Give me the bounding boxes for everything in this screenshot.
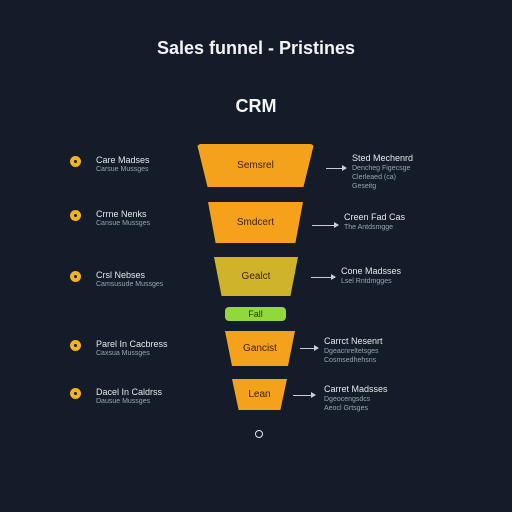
annotation-title: Creen Fad Cas [344, 212, 406, 222]
arrow-right-icon [300, 345, 319, 351]
stage-label: Smdcert [236, 217, 275, 228]
annotation-title: Crrne Nenks [96, 209, 147, 219]
right-annotation-2: Creen Fad Cas The Antdsmgge [344, 212, 405, 232]
diagram-title: Sales funnel - Pristines [156, 38, 356, 58]
annotation-subtitle: Camsusude Mussges [96, 281, 164, 288]
arrow-right-icon [326, 165, 347, 171]
bullet-icon [70, 271, 81, 282]
funnel-stage-6: Lean [232, 379, 287, 410]
right-annotation-3: Cone Madsses Lsel Rntdmgges [341, 266, 401, 286]
annotation-detail: Clerleaed (ca) [352, 174, 396, 181]
bullet-icon [70, 210, 81, 221]
annotation-title: Crsl Nebses [96, 270, 146, 280]
bullet-icon [70, 388, 81, 399]
arrow-right-icon [293, 392, 316, 398]
annotation-title: Cone Madsses [341, 266, 402, 276]
funnel-stage-5: Gancist [225, 331, 295, 366]
annotation-detail: Dgeocengsdcs [324, 396, 371, 403]
stage-label: Lean [248, 389, 271, 400]
stage-label: Gancist [243, 343, 277, 354]
funnel-stage-2: Smdcert [208, 202, 303, 243]
annotation-title: Carrct Nesenrt [324, 336, 383, 346]
annotation-detail: Dgeacnreltetsges [324, 348, 379, 355]
annotation-title: Dacel In Caldrss [96, 387, 163, 397]
annotation-title: Carret Madsses [324, 384, 388, 394]
bullet-icon [70, 340, 81, 351]
funnel-stage-1: Semsrel [197, 144, 314, 187]
annotation-subtitle: Caxsua Mussges [96, 350, 150, 357]
funnel-end-icon [255, 430, 263, 438]
annotation-detail: Dencheg Figecsge [352, 165, 411, 172]
annotation-detail: Cosmsedhehsns [324, 357, 377, 364]
annotation-detail: Geseitg [352, 183, 377, 190]
annotation-title: Parel In Cacbress [96, 339, 168, 349]
stage-label: Gealct [241, 271, 271, 282]
arrow-right-icon [312, 222, 339, 228]
arrow-right-icon [311, 274, 336, 280]
annotation-subtitle: Carsue Mussges [96, 166, 149, 173]
right-annotation-1: Sted Mechenrd Dencheg Figecsge Clerleaed… [352, 153, 413, 191]
annotation-title: Sted Mechenrd [352, 153, 414, 163]
annotation-title: Care Madses [96, 155, 150, 165]
right-annotation-4: Carrct Nesenrt Dgeacnreltetsges Cosmsedh… [324, 336, 383, 365]
annotation-detail: Aeocl Grtsges [324, 405, 368, 412]
funnel-stage-4: Fall [225, 307, 286, 321]
right-annotation-5: Carret Madsses Dgeocengsdcs Aeocl Grtsge… [324, 384, 388, 413]
annotation-subtitle: Cansue Mussges [96, 220, 151, 227]
funnel-stage-3: Gealct [214, 257, 298, 296]
annotation-subtitle: Dausue Mussges [96, 398, 151, 405]
annotation-detail: The Antdsmgge [344, 224, 394, 231]
diagram-subtitle: CRM [235, 96, 277, 116]
stage-label: Semsrel [237, 160, 274, 171]
bullet-icon [70, 156, 81, 167]
stage-label: Fall [248, 309, 263, 319]
annotation-detail: Lsel Rntdmgges [341, 278, 392, 285]
